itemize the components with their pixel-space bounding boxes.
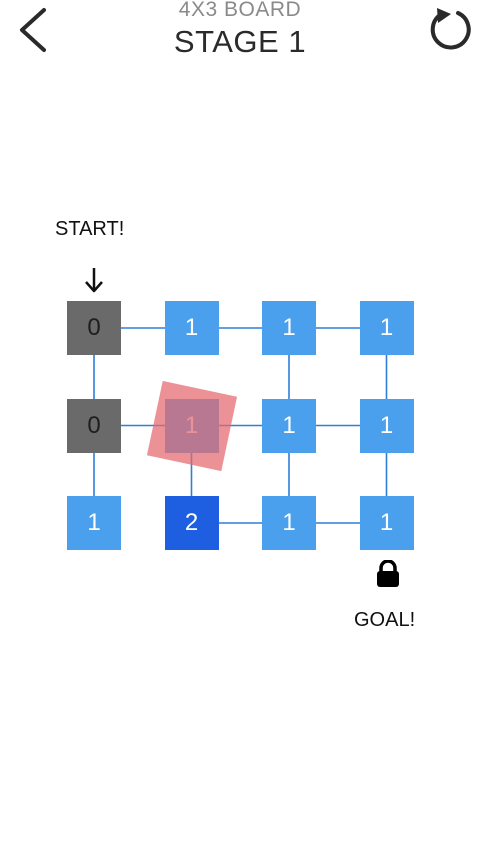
chevron-left-icon	[20, 8, 46, 52]
board-tile[interactable]: 1	[262, 398, 316, 453]
board-tile[interactable]: 1	[359, 398, 414, 453]
stage-title: STAGE 1	[173, 24, 307, 59]
board-tile[interactable]: 1	[359, 301, 414, 355]
board-tile[interactable]: 1	[359, 496, 414, 550]
start-label: START!	[55, 218, 125, 240]
arrow-down-icon	[85, 268, 103, 293]
board-tile[interactable]: 2	[164, 496, 219, 550]
restart-button[interactable]	[424, 4, 476, 56]
goal-label: GOAL!	[354, 609, 416, 631]
lock-icon	[377, 560, 399, 587]
board-tile[interactable]: 0	[67, 301, 121, 355]
board-tile[interactable]: 1	[262, 496, 316, 550]
board-tile[interactable]: 1	[67, 496, 121, 550]
board-tile[interactable]: 0	[67, 398, 121, 453]
restart-icon	[430, 8, 471, 50]
board-tile[interactable]: 1	[262, 301, 316, 355]
board-size-label: 4X3 BOARD	[178, 0, 302, 21]
back-button[interactable]	[10, 4, 54, 56]
board-tile[interactable]: 1	[164, 398, 219, 453]
board-tile[interactable]: 1	[164, 301, 219, 355]
